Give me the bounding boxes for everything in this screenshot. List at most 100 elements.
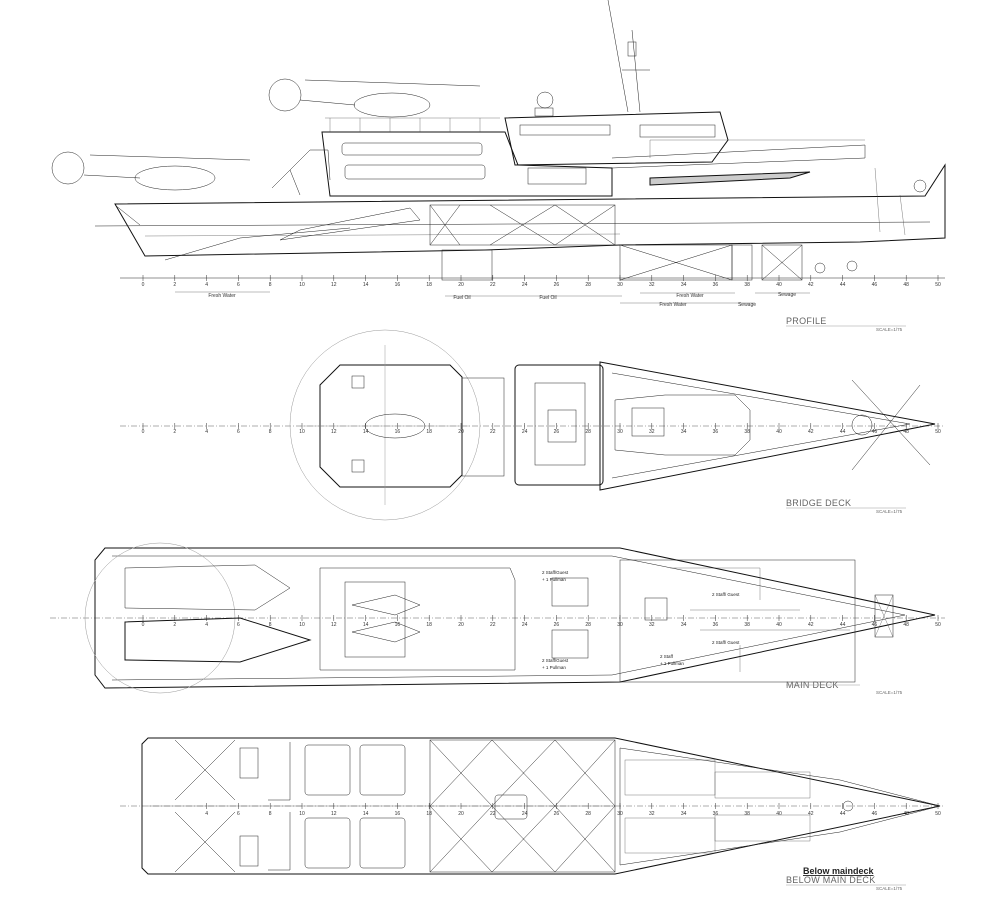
frame-number: 32 (649, 622, 655, 628)
frame-number: 18 (426, 811, 432, 817)
cabin-label-pullman-1: + 1 Pullman (542, 577, 566, 582)
frame-number: 24 (522, 429, 528, 435)
scale-label-bridge: SCALE=1/75 (876, 509, 903, 514)
frame-number: 40 (776, 429, 782, 435)
frame-number: 22 (490, 811, 496, 817)
frame-number: 4 (205, 429, 208, 435)
frame-number: 22 (490, 282, 496, 288)
frame-number: 46 (872, 811, 878, 817)
frame-number: 10 (299, 811, 305, 817)
frame-number: 48 (903, 622, 909, 628)
frame-number: 38 (744, 282, 750, 288)
frame-number: 30 (617, 282, 623, 288)
frame-number: 4 (205, 811, 208, 817)
frame-number: 6 (237, 282, 240, 288)
frame-number: 16 (395, 622, 401, 628)
frame-number: 34 (681, 429, 687, 435)
frame-number: 40 (776, 811, 782, 817)
frame-number: 44 (840, 429, 846, 435)
tank-label-fuel-oil-1: Fuel Oil (453, 295, 470, 301)
frame-number: 8 (269, 282, 272, 288)
frame-number: 34 (681, 282, 687, 288)
cabin-label-staff-3: + 1 Pullman (660, 661, 684, 666)
frame-number: 44 (840, 811, 846, 817)
frame-number: 0 (142, 282, 145, 288)
frame-number: 34 (681, 622, 687, 628)
frame-number: 8 (269, 811, 272, 817)
frame-number: 28 (585, 282, 591, 288)
tank-label-fresh-water-aft: Fresh Water (208, 293, 236, 299)
frame-number: 6 (237, 429, 240, 435)
frame-number: 36 (713, 282, 719, 288)
frame-number: 42 (808, 622, 814, 628)
frame-number: 38 (744, 429, 750, 435)
frame-number: 24 (522, 282, 528, 288)
frame-number: 16 (395, 429, 401, 435)
section-title-bridge: BRIDGE DECK (786, 498, 851, 508)
frame-number: 42 (808, 429, 814, 435)
frame-number: 38 (744, 811, 750, 817)
frame-number: 14 (363, 622, 369, 628)
cabin-label-staff-guest-2: 2 Staff/Guest (542, 658, 569, 663)
scale-label-below: SCALE=1/75 (876, 886, 903, 891)
frame-number: 22 (490, 622, 496, 628)
tank-label-fresh-water-fwd-1: Fresh Water (676, 293, 704, 299)
frame-number: 46 (872, 622, 878, 628)
frame-number: 50 (935, 282, 941, 288)
cabin-label-staff-2: 2 Staff (660, 654, 674, 659)
frame-number: 42 (808, 811, 814, 817)
frame-number: 36 (713, 622, 719, 628)
frame-number: 20 (458, 429, 464, 435)
frame-number: 8 (269, 622, 272, 628)
frame-number: 26 (554, 811, 560, 817)
frame-number: 10 (299, 429, 305, 435)
frame-number: 22 (490, 429, 496, 435)
frame-number: 2 (173, 622, 176, 628)
frame-number: 26 (554, 282, 560, 288)
frame-number: 28 (585, 811, 591, 817)
frame-number: 46 (872, 282, 878, 288)
scale-label-main: SCALE=1/75 (876, 690, 903, 695)
cabin-label-staff-1: 2 Staff/ Guest (712, 592, 740, 597)
frame-number: 12 (331, 429, 337, 435)
cabin-label-staff-4: 2 Staff/ Guest (712, 640, 740, 645)
cabin-label-pullman-2: + 1 Pullman (542, 665, 566, 670)
frame-number: 40 (776, 622, 782, 628)
frame-number: 18 (426, 622, 432, 628)
frame-number: 12 (331, 811, 337, 817)
frame-number: 34 (681, 811, 687, 817)
frame-number: 10 (299, 622, 305, 628)
frame-number: 32 (649, 429, 655, 435)
frame-number: 28 (585, 622, 591, 628)
below-deck-heading: Below maindeck (803, 866, 875, 876)
tank-label-fresh-water-fwd-2: Fresh Water (659, 302, 687, 308)
cabin-label-staff-guest-1: 2 Staff/Guest (542, 570, 569, 575)
frame-number: 48 (903, 811, 909, 817)
frame-number: 42 (808, 282, 814, 288)
frame-number: 50 (935, 811, 941, 817)
frame-number: 18 (426, 282, 432, 288)
frame-number: 12 (331, 282, 337, 288)
frame-number: 6 (237, 622, 240, 628)
frame-number: 36 (713, 811, 719, 817)
frame-number: 16 (395, 282, 401, 288)
frame-number: 32 (649, 811, 655, 817)
frame-number: 14 (363, 429, 369, 435)
frame-number: 4 (205, 622, 208, 628)
frame-number: 30 (617, 429, 623, 435)
frame-number: 8 (269, 429, 272, 435)
frame-number: 6 (237, 811, 240, 817)
frame-number: 26 (554, 429, 560, 435)
frame-number: 12 (331, 622, 337, 628)
frame-number: 14 (363, 811, 369, 817)
frame-number: 50 (935, 622, 941, 628)
frame-number: 10 (299, 282, 305, 288)
frame-number: 2 (173, 429, 176, 435)
frame-number: 38 (744, 622, 750, 628)
scale-label-profile: SCALE=1/75 (876, 327, 903, 332)
frame-number: 26 (554, 622, 560, 628)
frame-number: 48 (903, 282, 909, 288)
